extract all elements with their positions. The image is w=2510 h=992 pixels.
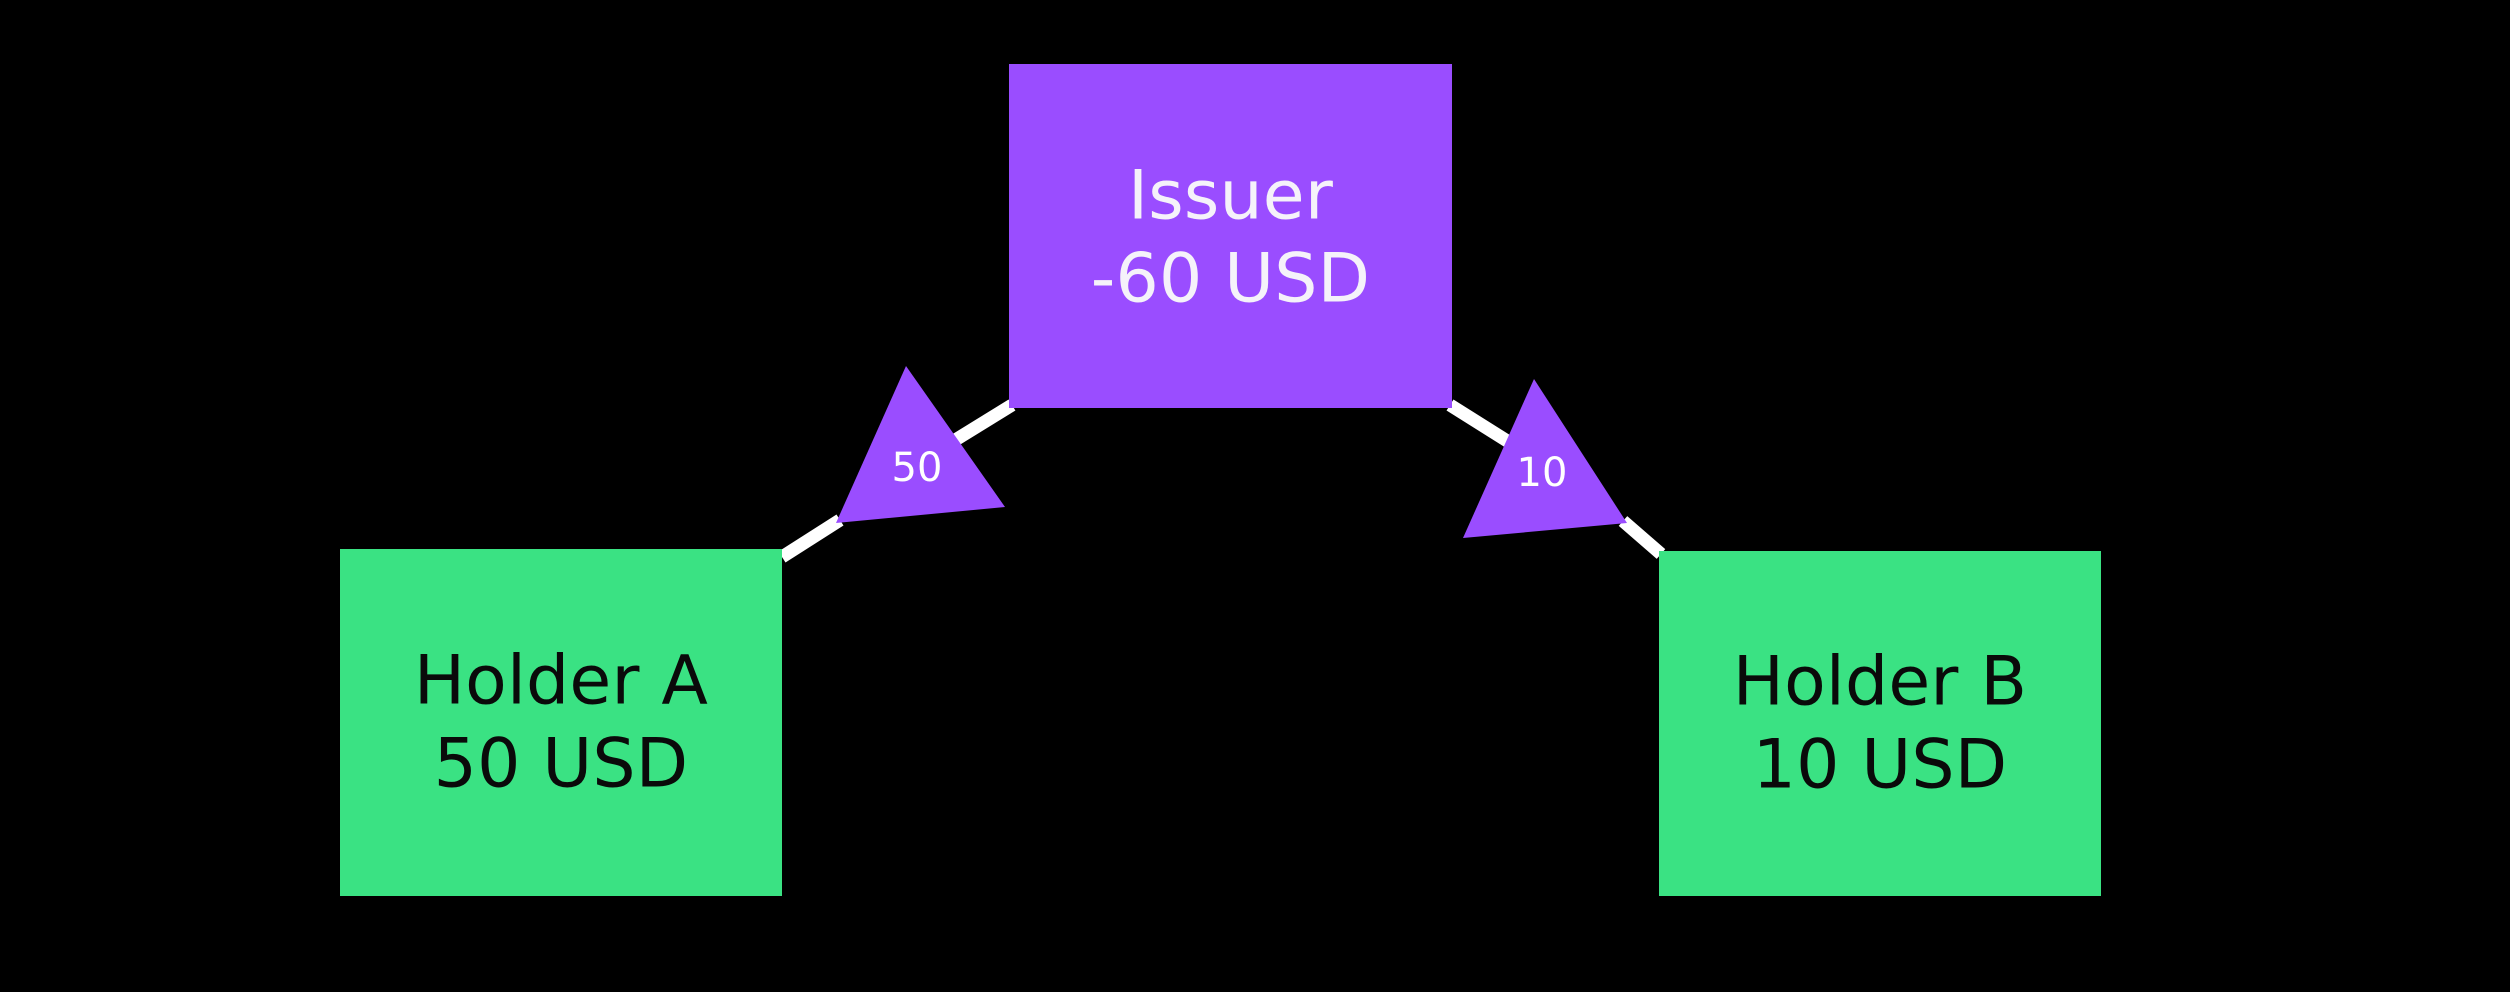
node-issuer-amount: -60 USD [1091,240,1370,319]
node-holder-a-box [340,549,782,896]
node-holder-a-title: Holder A [414,642,708,721]
edge-segment-b-lower [1618,516,1666,559]
node-holder-b-title: Holder B [1733,643,2027,722]
node-holder-b[interactable]: Holder B 10 USD [1659,551,2101,896]
node-issuer-title: Issuer [1128,157,1333,236]
node-holder-a[interactable]: Holder A 50 USD [340,549,782,896]
edge-segment-b-upper [1446,399,1516,450]
edge-holder-a-to-issuer[interactable]: 50 [778,366,1016,563]
edge-arrowhead-a [836,366,1005,523]
edge-label-50: 50 [892,445,943,491]
edge-arrowhead-b [1463,379,1627,538]
edge-holder-b-to-issuer[interactable]: 10 [1446,379,1666,559]
node-holder-a-amount: 50 USD [434,725,689,804]
node-issuer-box [1009,64,1452,408]
node-issuer[interactable]: Issuer -60 USD [1009,64,1452,408]
edge-label-10: 10 [1517,450,1568,496]
node-holder-b-box [1659,551,2101,896]
node-holder-b-amount: 10 USD [1753,726,2008,805]
edge-segment-a-upper [948,399,1016,448]
edge-segment-a-lower [778,514,844,563]
